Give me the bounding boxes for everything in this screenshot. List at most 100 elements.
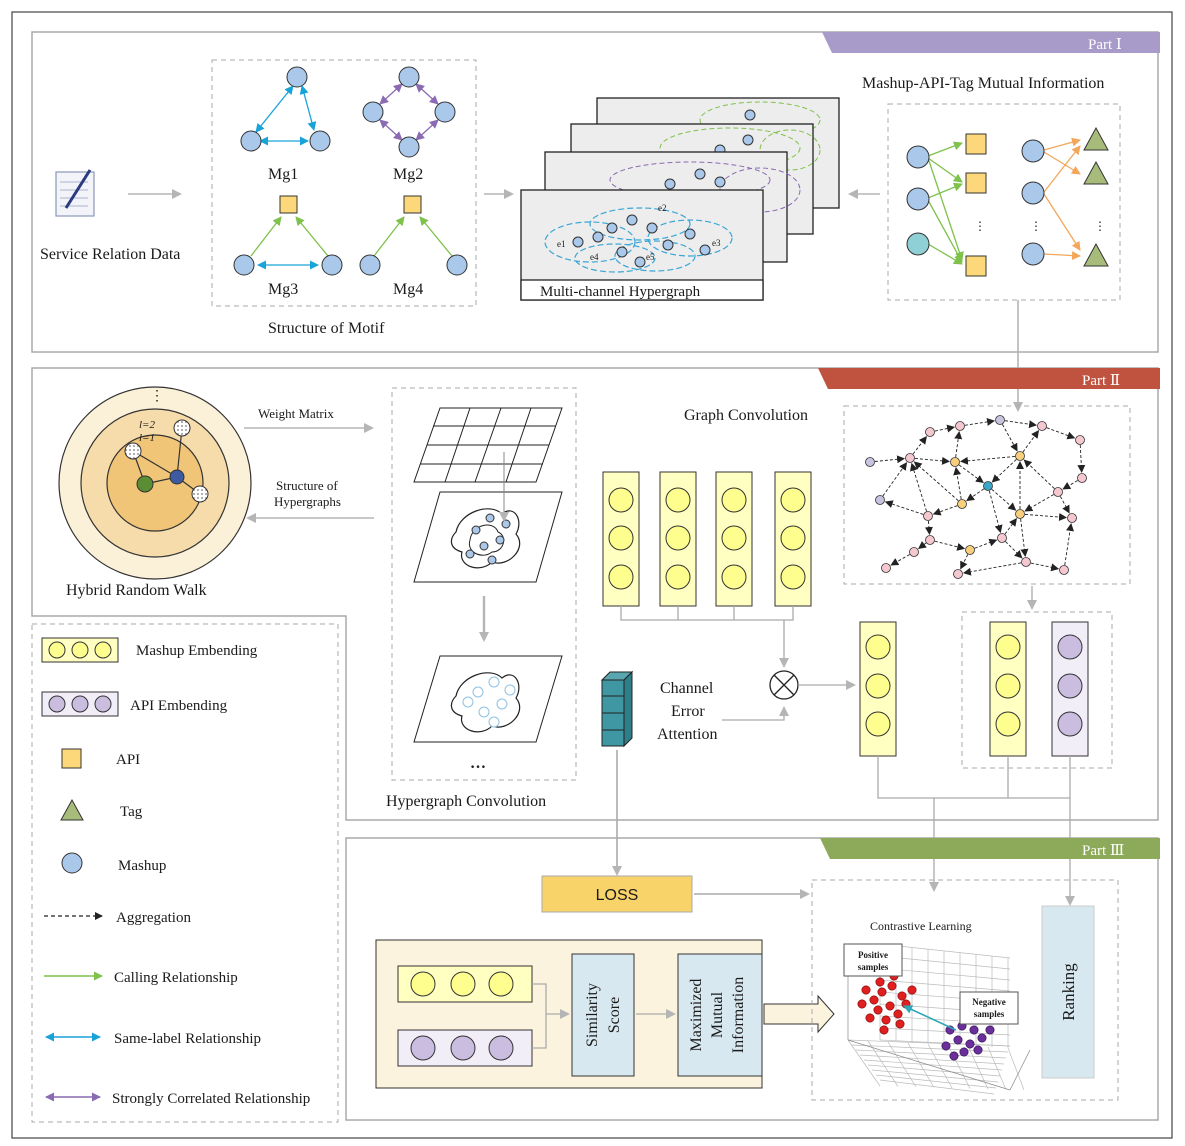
negative-sample — [959, 1047, 969, 1057]
graph-node — [909, 547, 919, 557]
grid-line — [879, 979, 1011, 992]
graph-node — [1067, 513, 1077, 523]
graph-edge — [987, 485, 1017, 511]
grid-line — [859, 1054, 1005, 1065]
structure-of-motif-label: Structure of Motif — [268, 320, 385, 337]
graph-edge — [1077, 439, 1086, 474]
grid-line — [847, 1039, 881, 1087]
ranking-label: Ranking — [1059, 963, 1078, 1021]
positive-label-2: samples — [858, 962, 889, 972]
graph-edge — [1019, 430, 1040, 457]
graph-mashup-embedding — [989, 621, 1027, 757]
part3-banner — [820, 838, 1160, 859]
grid-line — [887, 1041, 917, 1088]
negative-label-2: samples — [974, 1009, 1005, 1019]
maximized-label: Maximized — [688, 979, 705, 1052]
positive-sample — [893, 1009, 903, 1019]
positive-sample — [897, 991, 907, 1001]
mg3-label: Mg3 — [268, 281, 298, 298]
graph-edge — [960, 549, 971, 570]
graph-node — [997, 533, 1007, 543]
graph-edge — [1063, 522, 1074, 571]
attention-cube — [600, 670, 634, 748]
part2-label: Part Ⅱ — [1082, 373, 1120, 389]
structure-hypergraphs-line1: Structure of — [276, 478, 338, 493]
service-relation-data-label: Service Relation Data — [40, 246, 180, 263]
graph-edge — [910, 462, 929, 517]
graph-edge — [991, 455, 1021, 483]
graph-node — [1015, 509, 1025, 519]
sim-mashup-embedding — [397, 965, 533, 1003]
positive-sample — [881, 1015, 891, 1025]
graph-edge — [1001, 517, 1018, 539]
graph-edge — [1019, 513, 1029, 558]
graph-node — [875, 495, 885, 505]
motif-mg3 — [233, 195, 343, 276]
motif-mg1 — [240, 66, 331, 152]
grid-line — [867, 1040, 899, 1087]
graph-node — [881, 563, 891, 573]
graph-edge — [913, 461, 963, 505]
mg1-label: Mg1 — [268, 166, 298, 183]
grid-line — [875, 1074, 997, 1089]
negative-samples-tag — [959, 991, 1019, 1025]
negative-label-1: Negative — [972, 997, 1006, 1007]
graph-node — [923, 511, 933, 521]
part1-panel — [31, 31, 1159, 353]
multi-channel-hypergraph-label: Multi-channel Hypergraph — [540, 284, 701, 300]
contrast-arrow — [903, 1005, 957, 1031]
hyperedge-e4: e4 — [590, 252, 599, 262]
positive-sample — [865, 1013, 875, 1023]
arrow-attention-to-multiply — [722, 706, 789, 721]
positive-sample — [877, 987, 887, 997]
document-icon — [55, 169, 95, 217]
negative-sample — [941, 1041, 951, 1051]
positive-sample — [885, 1001, 895, 1011]
grid-line — [847, 1039, 1011, 1047]
negative-sample — [965, 1039, 975, 1049]
grid-line — [907, 1042, 935, 1088]
legend-strongly-correlated: Strongly Correlated Relationship — [112, 1091, 310, 1107]
hypergraph-dots: … — [470, 755, 486, 772]
legend-mashup-embedding: Mashup Embending — [136, 643, 258, 659]
grid-line — [863, 1059, 1003, 1071]
graph-convolution-label: Graph Convolution — [684, 407, 808, 424]
hypergraph-conv-box — [391, 387, 577, 781]
contrastive-box — [811, 879, 1119, 1101]
graph-node — [1077, 473, 1087, 483]
graph-node — [905, 453, 915, 463]
negative-sample — [953, 1035, 963, 1045]
positive-label-1: Positive — [858, 950, 888, 960]
ranking-box — [1041, 905, 1095, 1079]
part2-banner — [818, 368, 1160, 389]
part1-banner — [822, 32, 1160, 53]
graph-node — [965, 545, 975, 555]
attention-label: Attention — [657, 726, 717, 743]
graph-conv-box — [843, 405, 1131, 585]
multiply-operator — [769, 670, 799, 700]
loss-label: LOSS — [596, 887, 639, 904]
graph-edge — [929, 424, 956, 433]
random-walk-rings — [58, 386, 252, 580]
mutual-ellipsis-1: ⋮ — [974, 219, 986, 233]
legend-tag: Tag — [120, 804, 143, 820]
mutual-ellipsis-3: ⋮ — [1094, 219, 1106, 233]
legend-api-embedding-icon — [41, 691, 119, 717]
hypergraph-plane-1 — [413, 452, 563, 583]
graph-edge — [1024, 491, 1059, 512]
embedding-connector — [877, 756, 1071, 799]
grid-line — [987, 1046, 1007, 1090]
hyperedge-e2: e2 — [658, 203, 667, 213]
channel-label: Channel — [660, 680, 714, 697]
negative-sample — [977, 1033, 987, 1043]
grid-line — [927, 1043, 953, 1089]
graph-edge — [884, 500, 929, 517]
similarity-label: Similarity — [584, 983, 601, 1047]
sim-connector — [532, 983, 568, 1049]
graph-edge — [959, 417, 996, 427]
legend-box — [31, 623, 339, 1123]
graph-edge — [1062, 477, 1083, 490]
part3-panel — [345, 837, 1159, 1121]
negative-sample — [973, 1045, 983, 1055]
graph-node — [995, 415, 1005, 425]
